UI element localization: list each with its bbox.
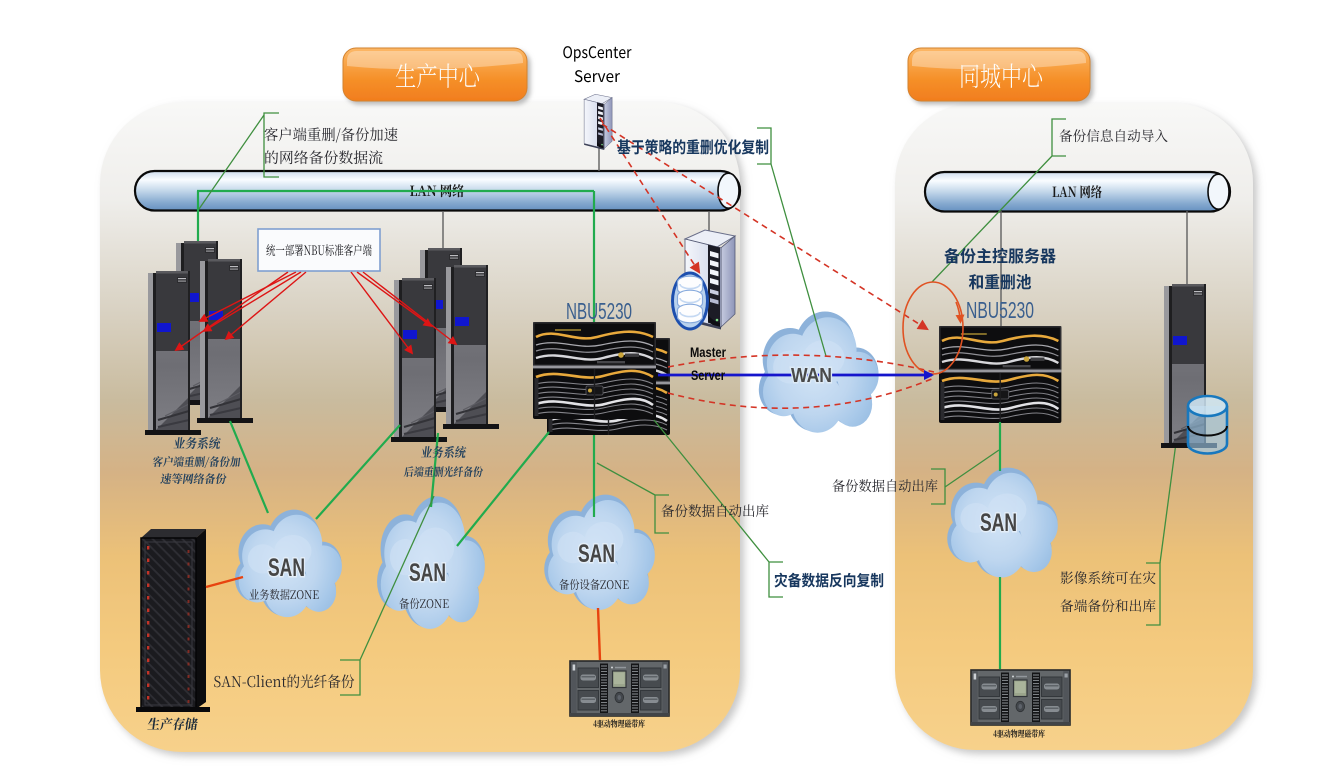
svg-text:Server: Server	[691, 368, 726, 383]
svg-text:SAN: SAN	[409, 559, 446, 587]
svg-text:SAN: SAN	[578, 540, 615, 568]
svg-text:Master: Master	[690, 345, 727, 360]
svg-text:NBU5230: NBU5230	[966, 297, 1034, 323]
svg-text:SAN: SAN	[980, 509, 1017, 537]
svg-text:SAN: SAN	[268, 554, 305, 582]
svg-text:WAN: WAN	[791, 365, 832, 387]
svg-text:NBU5230: NBU5230	[566, 298, 632, 324]
